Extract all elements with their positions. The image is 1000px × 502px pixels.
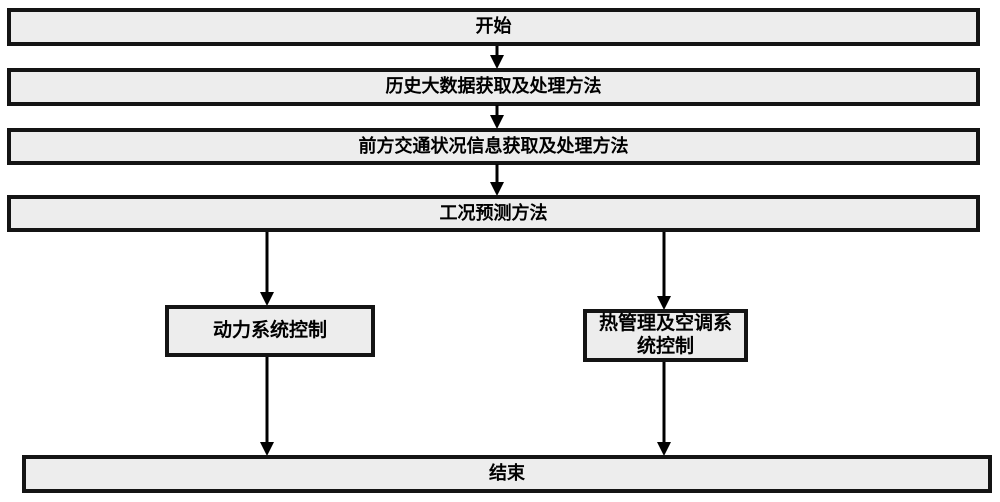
arrow-step1-to-step2 xyxy=(489,105,505,129)
arrowhead-down-icon xyxy=(260,442,274,456)
node-start-label: 开始 xyxy=(475,16,512,37)
node-power-system-control: 动力系统控制 xyxy=(165,305,375,357)
node-history-big-data: 历史大数据获取及处理方法 xyxy=(7,68,980,106)
arrow-stem xyxy=(662,362,666,445)
arrow-branch-right-to-end xyxy=(656,362,672,456)
arrow-stem xyxy=(495,46,499,58)
node-condition-prediction: 工况预测方法 xyxy=(7,195,980,232)
arrow-step2-to-step3 xyxy=(489,164,505,196)
arrow-stem xyxy=(495,164,499,185)
node-step3-label: 工况预测方法 xyxy=(439,202,548,223)
arrow-stem xyxy=(662,232,666,299)
node-branch-left-label: 动力系统控制 xyxy=(212,319,327,341)
arrowhead-down-icon xyxy=(490,55,504,69)
arrow-step3-to-branch-right xyxy=(656,232,672,310)
node-end-label: 结束 xyxy=(489,463,525,484)
arrow-start-to-step1 xyxy=(489,46,505,69)
node-step2-label: 前方交通状况信息获取及处理方法 xyxy=(358,135,629,156)
arrowhead-down-icon xyxy=(657,296,671,310)
arrow-branch-left-to-end xyxy=(259,357,275,456)
arrow-step3-to-branch-left xyxy=(259,232,275,306)
arrowhead-down-icon xyxy=(490,182,504,196)
node-step1-label: 历史大数据获取及处理方法 xyxy=(385,76,602,97)
node-end: 结束 xyxy=(22,455,992,493)
node-start: 开始 xyxy=(7,8,980,46)
arrow-stem xyxy=(265,357,269,445)
arrow-stem xyxy=(495,105,499,118)
node-thermal-ac-system-control: 热管理及空调系统控制 xyxy=(583,309,748,362)
node-front-traffic-info: 前方交通状况信息获取及处理方法 xyxy=(7,128,980,165)
arrowhead-down-icon xyxy=(490,115,504,129)
node-branch-right-label: 热管理及空调系统控制 xyxy=(598,312,732,357)
arrowhead-down-icon xyxy=(657,442,671,456)
arrowhead-down-icon xyxy=(260,292,274,306)
arrow-stem xyxy=(265,232,269,295)
